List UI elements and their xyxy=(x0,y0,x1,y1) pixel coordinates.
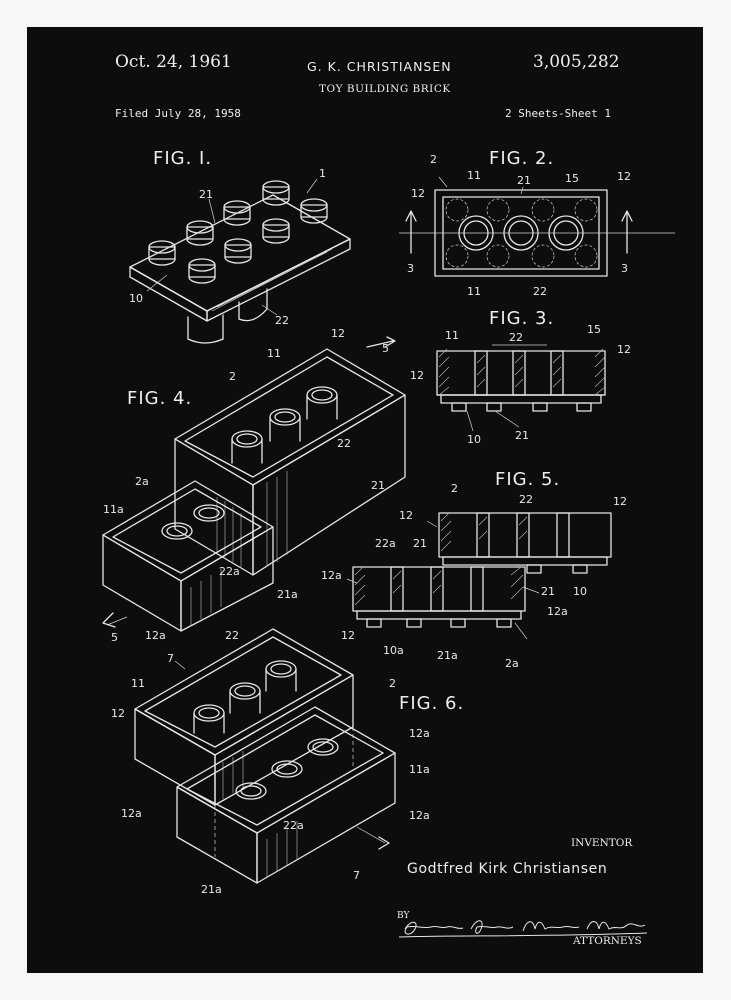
fig2-ref-12-right: 12 xyxy=(617,170,631,183)
fig1-studs xyxy=(148,180,328,284)
inventor-label: INVENTOR xyxy=(571,837,633,849)
fig1-ref-10: 10 xyxy=(129,292,143,305)
fig5-label: FIG. 5. xyxy=(495,469,560,490)
inventor-header: G. K. CHRISTIANSEN xyxy=(307,59,452,74)
fig4-ref-12a: 12a xyxy=(145,629,166,642)
fig5-ref-12a-left: 12a xyxy=(321,569,342,582)
fig6-upper-brick xyxy=(134,628,354,806)
fig5-ref-12-left: 12 xyxy=(399,509,413,522)
fig3-section: 11 22 15 12 12 10 21 xyxy=(410,323,631,446)
fig4-label: FIG. 4. xyxy=(127,388,192,409)
fig3-ref-10: 10 xyxy=(467,433,481,446)
fig4-ref-5-bottom: 5 xyxy=(111,631,118,644)
filed-date: Filed July 28, 1958 xyxy=(115,107,241,120)
fig4-ref-22a: 22a xyxy=(219,565,240,578)
fig2-ref-11-bottom: 11 xyxy=(467,285,481,298)
fig3-ref-15: 15 xyxy=(587,323,601,336)
fig5-lower-section xyxy=(352,566,526,628)
fig4-ref-21a: 21a xyxy=(277,588,298,601)
fig5-ref-10a: 10a xyxy=(383,644,404,657)
patent-sheet: Oct. 24, 1961 G. K. CHRISTIANSEN 3,005,2… xyxy=(27,27,703,973)
fig6-ref-12-top: 12 xyxy=(341,629,355,642)
fig6-ref-11: 11 xyxy=(131,677,145,690)
patent-number: 3,005,282 xyxy=(533,52,620,72)
fig2-ref-22: 22 xyxy=(533,285,547,298)
fig4-ref-22: 22 xyxy=(337,437,351,450)
fig4-upper-brick xyxy=(174,348,406,576)
fig5-ref-2a: 2a xyxy=(505,657,519,670)
fig5-upper-section xyxy=(438,512,612,574)
fig5-ref-21b: 21 xyxy=(541,585,555,598)
fig3-ref-12-left: 12 xyxy=(410,369,424,382)
fig6-ref-7-top: 7 xyxy=(167,652,174,665)
patent-date: Oct. 24, 1961 xyxy=(115,52,232,72)
fig4-ref-11a: 11a xyxy=(103,503,124,516)
fig4-tubes xyxy=(231,386,338,464)
fig5-ref-12-right: 12 xyxy=(613,495,627,508)
fig3-ref-22: 22 xyxy=(509,331,523,344)
fig3-ref-12-right: 12 xyxy=(617,343,631,356)
fig6-ref-22: 22 xyxy=(225,629,239,642)
fig2-ref-11: 11 xyxy=(467,169,481,182)
fig3-label: FIG. 3. xyxy=(489,308,554,329)
fig6-ref-12a-right: 12a xyxy=(409,727,430,740)
attorney-signature xyxy=(398,920,648,938)
fig6-lower-brick xyxy=(176,706,396,884)
fig3-ref-11: 11 xyxy=(445,329,459,342)
fig2-label: FIG. 2. xyxy=(489,148,554,169)
fig4-ref-2a: 2a xyxy=(135,475,149,488)
fig2-ref-3-left: 3 xyxy=(407,262,414,275)
fig6-ref-12-left: 12 xyxy=(111,707,125,720)
fig2-ref-2: 2 xyxy=(430,153,437,166)
attorneys-label: ATTORNEYS xyxy=(573,935,642,947)
fig2-ref-21: 21 xyxy=(517,174,531,187)
fig1-ref-1: 1 xyxy=(319,167,326,180)
fig1-label: FIG. I. xyxy=(153,148,212,169)
patent-title: TOY BUILDING BRICK xyxy=(319,83,451,95)
fig6-ref-12a-mid: 12a xyxy=(409,809,430,822)
by-label: BY xyxy=(397,911,410,921)
inventor-full-name: Godtfred Kirk Christiansen xyxy=(407,861,608,877)
fig2-ref-12-left: 12 xyxy=(411,187,425,200)
fig4-ref-11: 11 xyxy=(267,347,281,360)
fig6-ref-7-bottom: 7 xyxy=(353,869,360,882)
fig4-ref-12: 12 xyxy=(331,327,345,340)
fig5-ref-2: 2 xyxy=(451,482,458,495)
fig6-ref-22a: 22a xyxy=(283,819,304,832)
fig5-ref-12a-right: 12a xyxy=(547,605,568,618)
fig2-top-view: 2 11 21 15 12 12 3 3 11 22 xyxy=(399,153,675,298)
fig5-ref-21a: 21a xyxy=(437,649,458,662)
fig3-ref-21: 21 xyxy=(515,429,529,442)
fig4-ref-2: 2 xyxy=(229,370,236,383)
fig4-lower-brick xyxy=(102,480,274,632)
fig6-ref-21a: 21a xyxy=(201,883,222,896)
fig5-ref-21: 21 xyxy=(413,537,427,550)
fig4-ref-21: 21 xyxy=(371,479,385,492)
fig6-label: FIG. 6. xyxy=(399,693,464,714)
fig5-ref-22: 22 xyxy=(519,493,533,506)
fig2-ref-15: 15 xyxy=(565,172,579,185)
fig6-ref-2: 2 xyxy=(389,677,396,690)
fig4-ref-5-top: 5 xyxy=(382,342,389,355)
fig2-ref-3-right: 3 xyxy=(621,262,628,275)
fig5-ref-22a: 22a xyxy=(375,537,396,550)
fig5-ref-10: 10 xyxy=(573,585,587,598)
fig1-ref-22: 22 xyxy=(275,314,289,327)
fig1-brick: 1 21 10 22 xyxy=(129,167,351,344)
sheet-count: 2 Sheets-Sheet 1 xyxy=(505,107,611,120)
fig6-ref-12a-left: 12a xyxy=(121,807,142,820)
fig6-ref-11a: 11a xyxy=(409,763,430,776)
fig1-ref-21: 21 xyxy=(199,188,213,201)
patent-drawing: FIG. I. xyxy=(102,148,675,938)
